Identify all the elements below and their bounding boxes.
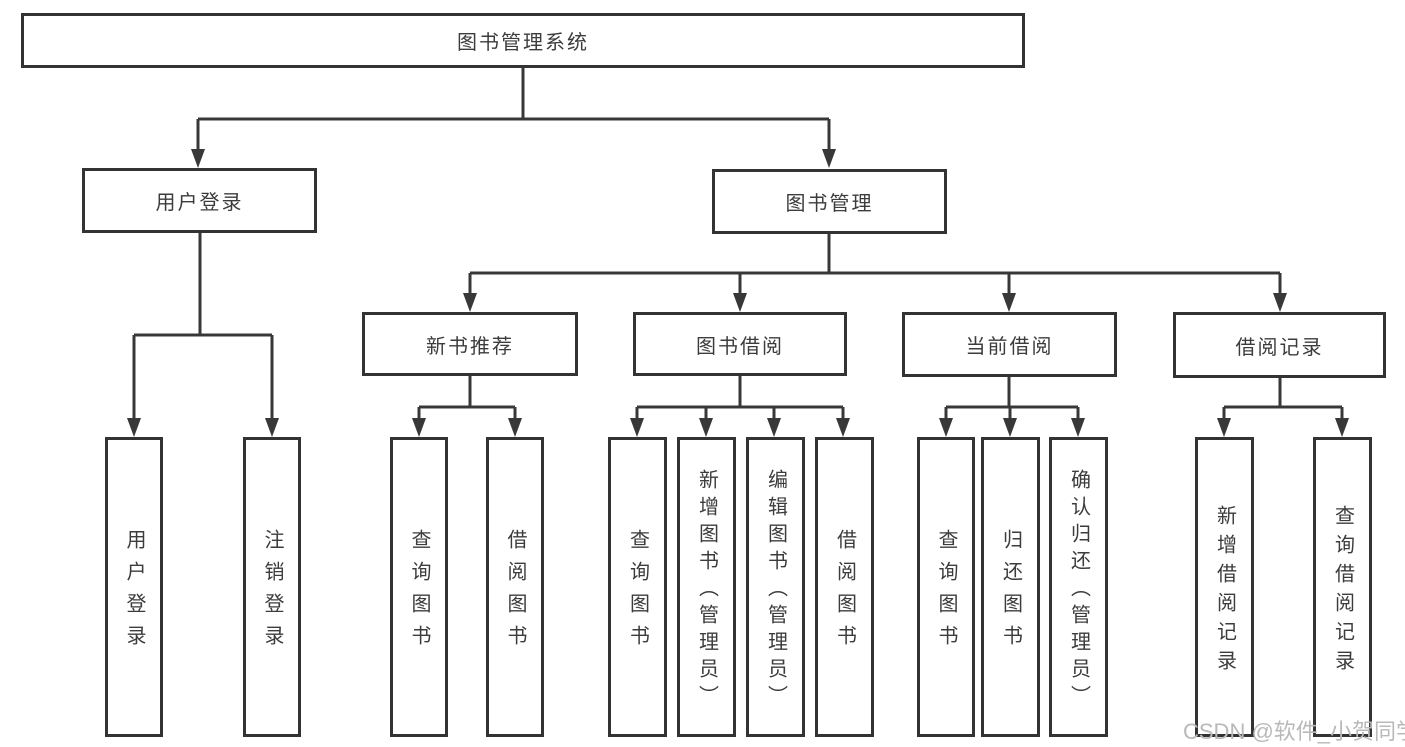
arrow-down-icon bbox=[836, 418, 850, 437]
node-new-book-recommend: 新书推荐 bbox=[362, 312, 578, 376]
connector-root-to-level2 bbox=[191, 68, 836, 168]
leaf-query-books-borrow: 查询图书 bbox=[608, 437, 667, 737]
leaf-add-book-admin: 新增图书（管理员） bbox=[677, 437, 736, 737]
leaf-add-borrow-record-label: 新增借阅记录 bbox=[1213, 504, 1236, 679]
node-book-borrow: 图书借阅 bbox=[633, 312, 847, 376]
arrow-down-icon bbox=[265, 418, 279, 437]
arrow-down-icon bbox=[463, 293, 477, 312]
leaf-query-borrow-record-label: 查询借阅记录 bbox=[1331, 504, 1354, 679]
node-borrow-records: 借阅记录 bbox=[1173, 312, 1386, 378]
node-root: 图书管理系统 bbox=[21, 13, 1025, 68]
node-book-management-label: 图书管理 bbox=[785, 193, 874, 215]
arrow-down-icon bbox=[1071, 418, 1085, 437]
leaf-edit-book-admin-label: 编辑图书（管理员） bbox=[764, 469, 787, 712]
leaf-edit-book-admin: 编辑图书（管理员） bbox=[746, 437, 805, 737]
node-current-borrow: 当前借阅 bbox=[902, 312, 1117, 377]
leaf-borrow-books-recommend-label: 借阅图书 bbox=[504, 529, 526, 657]
leaf-query-books-current: 查询图书 bbox=[917, 437, 975, 737]
connector-current-borrow-children bbox=[939, 377, 1085, 437]
leaf-borrow-books-borrow: 借阅图书 bbox=[815, 437, 874, 737]
leaf-return-book: 归还图书 bbox=[981, 437, 1040, 737]
node-user-login: 用户登录 bbox=[82, 168, 317, 233]
arrow-down-icon bbox=[412, 418, 426, 437]
node-current-borrow-label: 当前借阅 bbox=[965, 336, 1054, 358]
arrow-down-icon bbox=[699, 418, 713, 437]
arrow-down-icon bbox=[630, 418, 644, 437]
arrow-down-icon bbox=[1002, 293, 1016, 312]
leaf-user-login: 用户登录 bbox=[105, 437, 163, 737]
arrow-down-icon bbox=[822, 149, 836, 168]
leaf-add-book-admin-label: 新增图书（管理员） bbox=[695, 469, 718, 712]
arrow-down-icon bbox=[191, 149, 205, 168]
node-book-borrow-label: 图书借阅 bbox=[696, 335, 784, 358]
node-borrow-records-label: 借阅记录 bbox=[1235, 336, 1324, 359]
arrow-down-icon bbox=[733, 293, 747, 312]
arrow-down-icon bbox=[508, 418, 522, 437]
arrow-down-icon bbox=[127, 418, 141, 437]
leaf-query-books-recommend: 查询图书 bbox=[390, 437, 448, 737]
node-new-book-recommend-label: 新书推荐 bbox=[426, 335, 514, 358]
watermark: CSDN @软件_小贺同学 bbox=[1183, 719, 1405, 744]
leaf-logout: 注销登录 bbox=[243, 437, 301, 737]
node-root-label: 图书管理系统 bbox=[457, 32, 589, 54]
leaf-logout-label: 注销登录 bbox=[261, 529, 283, 657]
leaf-borrow-books-recommend: 借阅图书 bbox=[486, 437, 544, 737]
leaf-query-borrow-record: 查询借阅记录 bbox=[1313, 437, 1372, 737]
connector-new-book-recommend-children bbox=[412, 376, 522, 437]
arrow-down-icon bbox=[1217, 418, 1231, 437]
arrow-down-icon bbox=[939, 418, 953, 437]
node-book-management: 图书管理 bbox=[712, 169, 947, 234]
leaf-borrow-books-borrow-label: 借阅图书 bbox=[833, 529, 856, 657]
leaf-confirm-return-admin-label: 确认归还（管理员） bbox=[1067, 469, 1090, 712]
arrow-down-icon bbox=[1335, 418, 1349, 437]
arrow-down-icon bbox=[767, 418, 781, 437]
connector-user-login-children bbox=[127, 233, 279, 437]
connector-book-management-children bbox=[463, 234, 1287, 312]
connector-book-borrow-children bbox=[630, 376, 850, 437]
leaf-user-login-label: 用户登录 bbox=[123, 529, 145, 657]
leaf-confirm-return-admin: 确认归还（管理员） bbox=[1049, 437, 1108, 737]
leaf-return-book-label: 归还图书 bbox=[999, 529, 1022, 657]
connector-borrow-records-children bbox=[1217, 377, 1349, 437]
node-user-login-label: 用户登录 bbox=[155, 192, 244, 214]
arrow-down-icon bbox=[1273, 293, 1287, 312]
leaf-query-books-borrow-label: 查询图书 bbox=[626, 529, 649, 657]
arrow-down-icon bbox=[1003, 418, 1017, 437]
leaf-query-books-current-label: 查询图书 bbox=[935, 529, 957, 657]
leaf-query-books-recommend-label: 查询图书 bbox=[408, 529, 430, 657]
leaf-add-borrow-record: 新增借阅记录 bbox=[1195, 437, 1254, 737]
